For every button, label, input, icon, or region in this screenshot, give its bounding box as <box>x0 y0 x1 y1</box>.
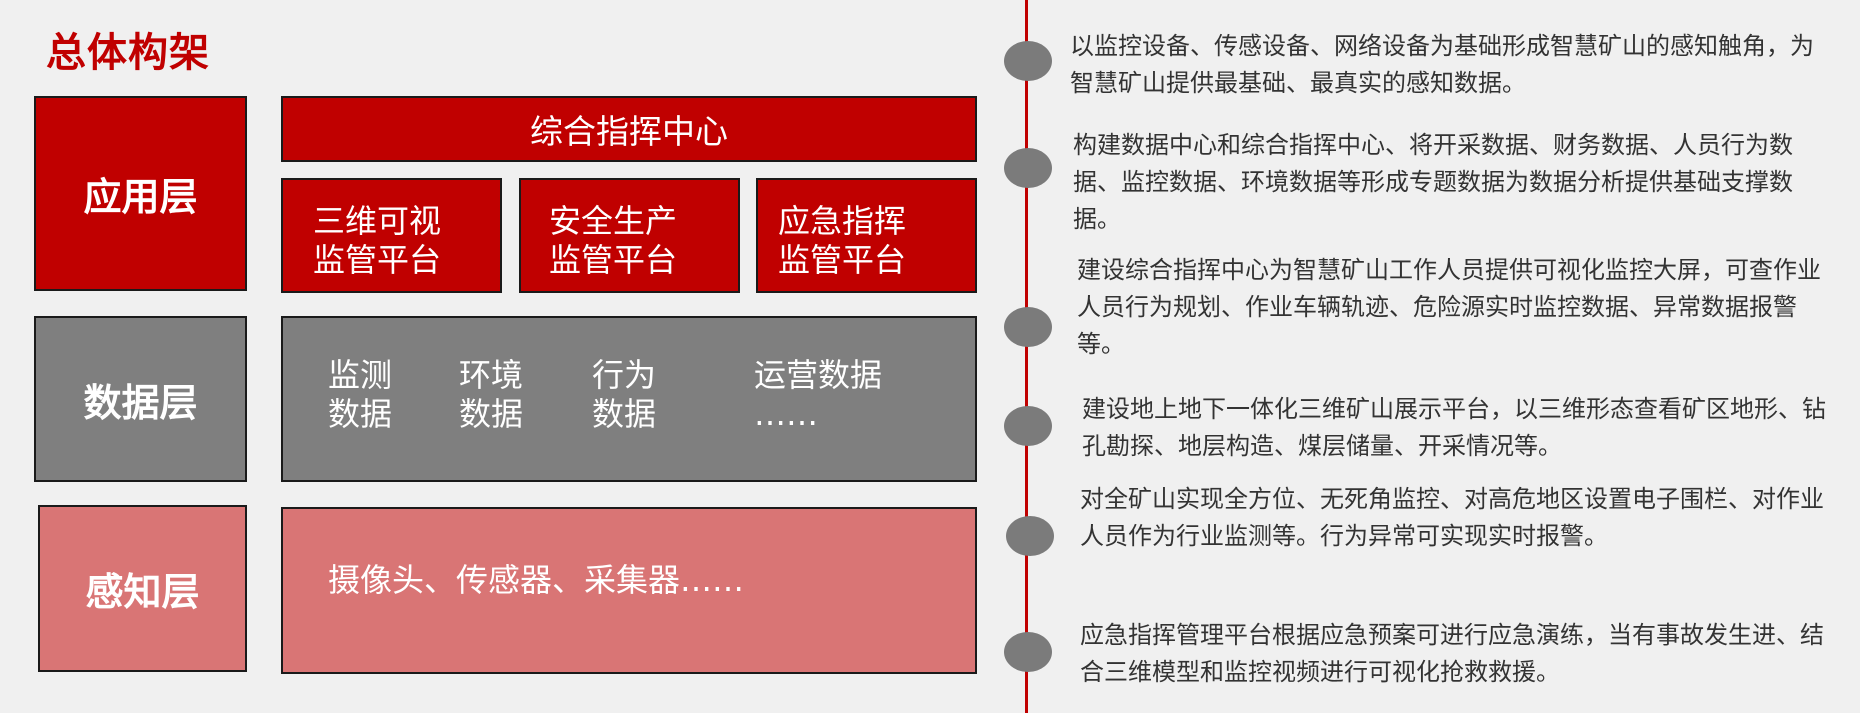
perception-content-box: 摄像头、传感器、采集器…… <box>281 507 977 674</box>
command-center-text: 综合指挥中心 <box>530 112 728 151</box>
data-item-behavior: 行为 数据 <box>592 356 657 433</box>
platform-safety-line1: 安全生产 <box>549 202 678 240</box>
data-item-operations: 运营数据 …… <box>754 356 883 433</box>
perception-content-text: 摄像头、传感器、采集器…… <box>328 561 745 599</box>
platform-3d-line1: 三维可视 <box>313 202 442 240</box>
platform-3d-line2: 监管平台 <box>313 241 442 279</box>
data-layer-label: 数据层 <box>34 316 247 482</box>
description-3: 建设综合指挥中心为智慧矿山工作人员提供可视化监控大屏，可查作业人员行为规划、作业… <box>1077 256 1821 358</box>
platform-emergency-line2: 监管平台 <box>778 241 907 279</box>
timeline-line <box>1025 0 1028 713</box>
platform-emergency-line1: 应急指挥 <box>778 202 907 240</box>
timeline-dot-4 <box>1004 406 1052 446</box>
platform-3d-box: 三维可视 监管平台 <box>281 178 502 293</box>
timeline-dot-5 <box>1006 516 1054 556</box>
description-1: 以监控设备、传感设备、网络设备为基础形成智慧矿山的感知触角，为智慧矿山提供最基础… <box>1070 32 1814 97</box>
data-item-monitoring: 监测 数据 <box>328 356 393 433</box>
platform-emergency-box: 应急指挥 监管平台 <box>756 178 977 293</box>
description-4: 建设地上地下一体化三维矿山展示平台，以三维形态查看矿区地形、钻孔勘探、地层构造、… <box>1082 395 1826 460</box>
data-item-environment: 环境 数据 <box>459 356 524 433</box>
timeline-dot-1 <box>1004 41 1052 81</box>
data-layer-text: 数据层 <box>83 380 198 425</box>
page-title: 总体构架 <box>46 30 210 76</box>
platform-safety-line2: 监管平台 <box>549 241 678 279</box>
description-6: 应急指挥管理平台根据应急预案可进行应急演练，当有事故发生进、结合三维模型和监控视… <box>1080 621 1824 686</box>
command-center-box: 综合指挥中心 <box>281 96 977 162</box>
perception-layer-text: 感知层 <box>85 570 200 614</box>
data-items-box: 监测 数据 环境 数据 行为 数据 运营数据 …… <box>281 316 977 482</box>
platform-safety-box: 安全生产 监管平台 <box>519 178 740 293</box>
application-layer-text: 应用层 <box>83 175 198 219</box>
application-layer-label: 应用层 <box>34 96 247 291</box>
timeline-dot-6 <box>1004 632 1052 672</box>
description-2: 构建数据中心和综合指挥中心、将开采数据、财务数据、人员行为数据、监控数据、环境数… <box>1073 131 1793 233</box>
perception-layer-label: 感知层 <box>38 505 247 672</box>
timeline-dot-3 <box>1004 307 1052 347</box>
timeline-dot-2 <box>1004 148 1052 188</box>
description-5: 对全矿山实现全方位、无死角监控、对高危地区设置电子围栏、对作业人员作为行业监测等… <box>1080 485 1824 550</box>
